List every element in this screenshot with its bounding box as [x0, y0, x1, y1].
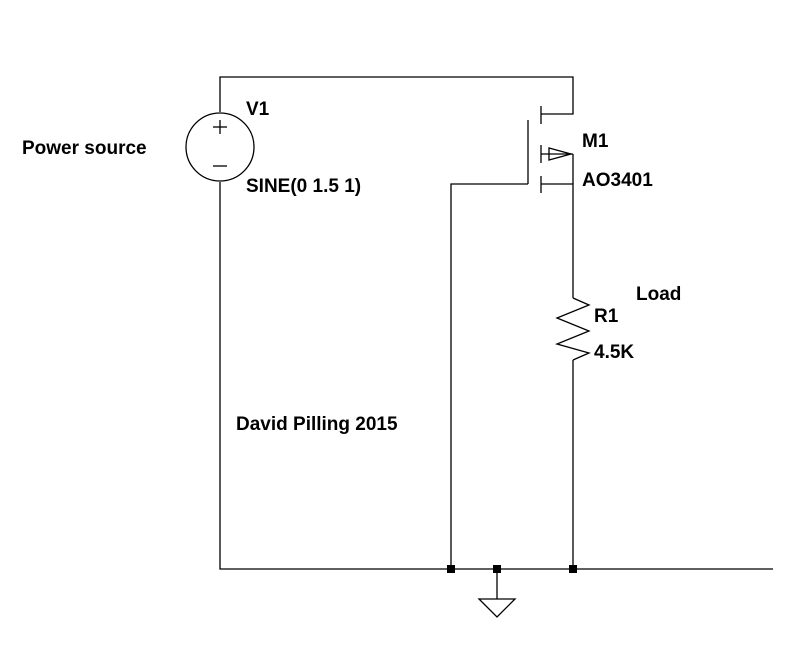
junction-dot-gate	[447, 565, 455, 573]
load-annotation: Load	[636, 284, 681, 305]
mosfet-ref-label: M1	[582, 131, 609, 152]
wire-source-to-drain	[219, 76, 574, 115]
resistor-zigzag	[554, 297, 591, 361]
ground-icon	[477, 598, 517, 618]
wire-mosfet-to-load	[541, 183, 574, 298]
resistor-value-label: 4.5K	[594, 342, 634, 363]
wire-gate	[450, 183, 528, 569]
credit-label: David Pilling 2015	[236, 414, 398, 435]
mosfet-model-label: AO3401	[582, 170, 653, 191]
source-value-label: SINE(0 1.5 1)	[246, 176, 361, 197]
wire-source-to-ground	[219, 182, 773, 570]
junction-dot-load	[569, 565, 577, 573]
mosfet-arrow-icon	[548, 147, 574, 161]
voltage-source-circle	[185, 112, 255, 182]
junctions	[447, 565, 577, 573]
mosfet-symbol	[527, 106, 574, 193]
junction-dot-ground	[493, 565, 501, 573]
source-ref-label: V1	[246, 99, 270, 120]
resistor-ref-label: R1	[594, 306, 619, 327]
voltage-source-symbol	[185, 112, 255, 182]
source-annotation: Power source	[22, 138, 147, 159]
wires	[219, 76, 773, 599]
